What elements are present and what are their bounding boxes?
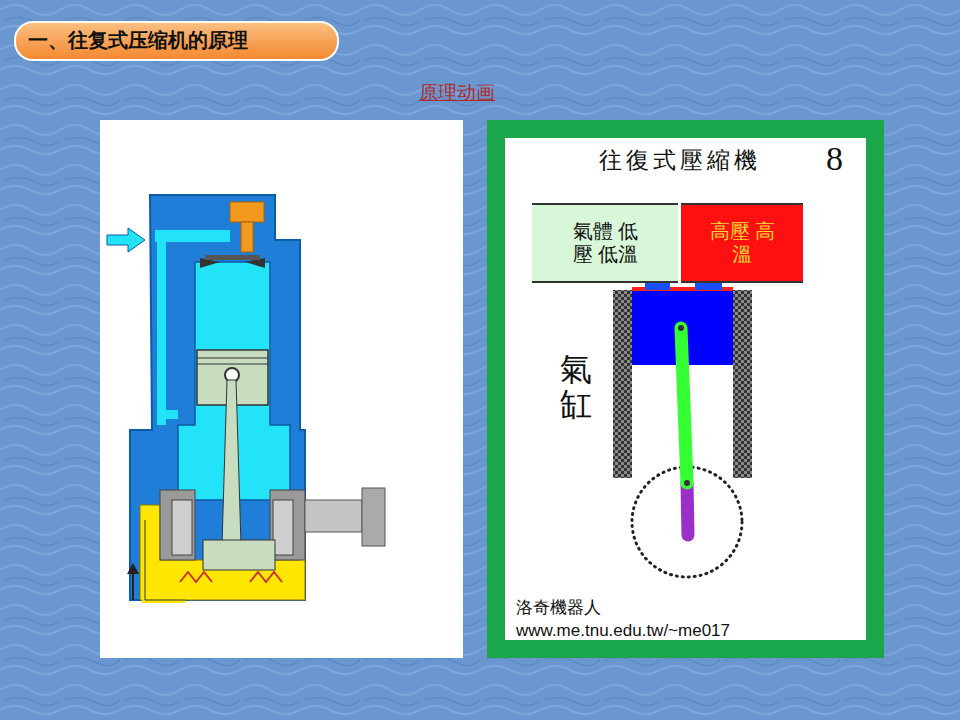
slide-title-box: 一、往复式压缩机的原理 xyxy=(28,27,248,54)
slide-title: 一、往复式压缩机的原理 xyxy=(28,29,248,51)
crank-circle xyxy=(632,467,742,577)
box-text: 氣體 低壓 低溫 xyxy=(565,220,645,266)
frame-number-box: 8 xyxy=(826,140,843,178)
animation-link-box: 原理动画 xyxy=(419,80,495,106)
connecting-rod xyxy=(681,328,687,483)
pivot xyxy=(678,325,684,331)
author-label: 洛奇機器人 xyxy=(516,598,601,617)
inlet-arrow xyxy=(107,228,145,252)
crankshaft xyxy=(305,488,385,546)
crank-arm xyxy=(687,483,688,535)
crankcase xyxy=(140,490,305,600)
high-pressure-gas-box: 高壓 高溫 xyxy=(681,203,803,283)
author-label-box: 洛奇機器人 xyxy=(516,596,601,619)
housing xyxy=(130,195,305,600)
title-bar xyxy=(15,22,338,60)
frame-title: 往復式壓縮機 xyxy=(599,148,761,173)
pivot xyxy=(684,480,690,486)
low-pressure-gas-box: 氣體 低壓 低溫 xyxy=(532,203,678,283)
oil-arrow xyxy=(127,563,139,600)
cylinder-label: 氣缸 xyxy=(560,352,592,422)
green-frame xyxy=(487,120,884,658)
connecting-rod xyxy=(222,380,241,545)
animation-link: 原理动画 xyxy=(419,82,495,103)
white-panel xyxy=(100,120,463,658)
url-label: www.me.tnu.edu.tw/~me017 xyxy=(516,621,730,640)
cylinder-label-box: 氣缸 xyxy=(560,352,592,422)
white-inner xyxy=(505,138,866,640)
url-label-box: www.me.tnu.edu.tw/~me017 xyxy=(516,621,730,641)
frame-number: 8 xyxy=(826,140,843,177)
discharge-valve xyxy=(230,202,264,252)
box-text: 高壓 高溫 xyxy=(702,220,782,266)
frame-title-box: 往復式壓縮機 xyxy=(599,145,761,176)
